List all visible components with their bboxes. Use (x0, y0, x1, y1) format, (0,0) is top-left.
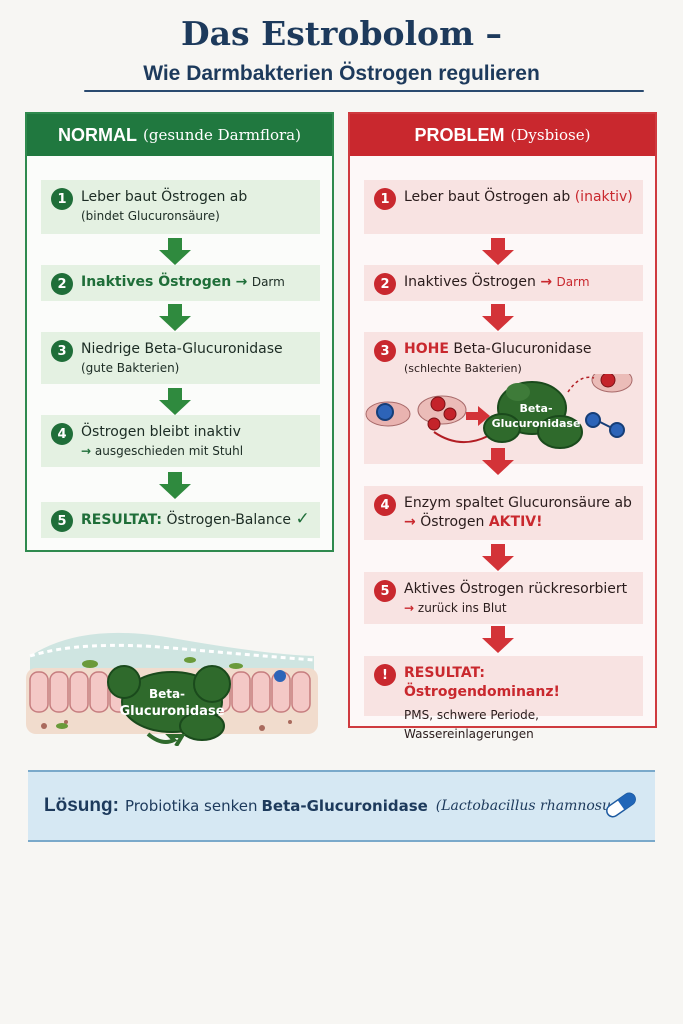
step-number-badge: 3 (51, 340, 73, 362)
gut-wall-illustration: Beta- Glucuronidase (26, 632, 318, 746)
solution-strong: Beta-Glucuronidase (261, 797, 428, 815)
arrow-right-icon: → (540, 274, 553, 290)
step-text: Niedrige Beta-Glucuronidase (81, 341, 283, 357)
arrow-down-icon (481, 238, 515, 266)
enzyme-illustration: Beta- Glucuronidase (365, 374, 633, 449)
step-detail: ausgeschieden mit Stuhl (94, 444, 244, 458)
problem-step-2: 2 Inaktives Östrogen → Darm (364, 265, 643, 301)
normal-title: NORMAL (58, 124, 138, 145)
step-number-badge: 5 (51, 510, 73, 532)
high-label: HOHE (404, 341, 449, 357)
problem-panel-header: PROBLEM (Dysbiose) (350, 114, 655, 156)
result-label: RESULTAT: (81, 512, 162, 528)
arrow-down-icon (158, 304, 192, 332)
step-detail: Darm (251, 275, 285, 289)
step-number-badge: 3 (374, 340, 396, 362)
problem-panel: PROBLEM (Dysbiose) 1 Leber baut Östrogen… (348, 112, 657, 741)
step-detail: Östrogen (420, 514, 485, 530)
step-number-badge: 2 (51, 273, 73, 295)
active-label: AKTIV! (488, 514, 543, 530)
solution-bacteria: (Lactobacillus rhamnosus) (435, 798, 624, 814)
step-number-badge: 5 (374, 580, 396, 602)
arrow-right-icon: → (235, 274, 248, 290)
enzyme-label-line1: Beta- (519, 402, 552, 415)
problem-subtitle: (Dysbiose) (510, 126, 591, 144)
step-text: Inaktives Östrogen (81, 274, 232, 290)
problem-step-3: 3 HOHE Beta-Glucuronidase (schlechte Bak… (364, 332, 643, 464)
step-text: Aktives Östrogen rückresorbiert (404, 581, 628, 597)
step-detail: (schlechte Bakterien) (404, 362, 522, 375)
problem-step-4: 4 Enzym spaltet Glucuronsäure ab → Östro… (364, 486, 643, 540)
arrow-down-icon (481, 448, 515, 476)
step-text: Enzym spaltet Glucuronsäure ab (404, 495, 632, 511)
normal-step-4: 4 Östrogen bleibt inaktiv → ausgeschiede… (41, 415, 320, 467)
page-title: Das Estrobolom – (181, 14, 502, 53)
step-number-badge: 1 (374, 188, 396, 210)
title-divider (84, 90, 644, 92)
solution-lead: Lösung: (44, 795, 119, 816)
svg-text:Beta-: Beta- (149, 687, 185, 701)
solution-banner: Lösung: Probiotika senken Beta-Glucuroni… (28, 770, 655, 842)
arrow-down-icon (481, 544, 515, 572)
arrow-down-icon (158, 472, 192, 500)
step-tag: (inaktiv) (574, 189, 633, 205)
arrow-down-icon (481, 626, 515, 654)
step-text: Beta-Glucuronidase (453, 341, 592, 357)
step-text: Leber baut Östrogen ab (81, 189, 248, 205)
step-text: Leber baut Östrogen ab (404, 189, 571, 205)
normal-subtitle: (gesunde Darmflora) (143, 126, 301, 144)
problem-step-1: 1 Leber baut Östrogen ab (inaktiv) (364, 180, 643, 234)
normal-step-3: 3 Niedrige Beta-Glucuronidase (gute Bakt… (41, 332, 320, 384)
step-detail: Darm (556, 275, 590, 289)
step-number-badge: 4 (51, 423, 73, 445)
step-text: Östrogen bleibt inaktiv (81, 424, 241, 440)
arrow-down-icon (158, 238, 192, 266)
step-detail: PMS, schwere Periode, Wassereinlagerunge… (404, 708, 539, 741)
step-number-badge: 2 (374, 273, 396, 295)
step-number-badge: 4 (374, 494, 396, 516)
problem-step-result: ! RESULTAT: Östrogendominanz! PMS, schwe… (364, 656, 643, 741)
arrow-down-icon (481, 304, 515, 332)
step-text: Östrogen-Balance (166, 512, 292, 528)
problem-title: PROBLEM (414, 124, 505, 145)
page-subtitle: Wie Darmbakterien Östrogen regulieren (143, 62, 540, 85)
normal-step-1: 1 Leber baut Östrogen ab (bindet Glucuro… (41, 180, 320, 234)
step-detail: (bindet Glucuronsäure) (81, 209, 220, 223)
result-label: RESULTAT: Östrogendominanz! (404, 665, 560, 700)
step-text: Inaktives Östrogen (404, 274, 536, 290)
normal-step-5: 5 RESULTAT: Östrogen-Balance ✓ (41, 502, 320, 538)
enzyme-label-line2: Glucuronidase (492, 417, 581, 430)
svg-text:Glucuronidase: Glucuronidase (119, 704, 224, 719)
normal-panel: NORMAL (gesunde Darmflora) 1 Leber baut … (25, 112, 334, 552)
normal-step-2: 2 Inaktives Östrogen → Darm (41, 265, 320, 301)
problem-step-5: 5 Aktives Östrogen rückresorbiert → zurü… (364, 572, 643, 624)
capsule-icon (606, 792, 636, 818)
normal-panel-header: NORMAL (gesunde Darmflora) (27, 114, 332, 156)
solution-text: Probiotika senken (124, 797, 258, 815)
arrow-right-icon: → (404, 601, 415, 615)
arrow-right-icon: → (81, 444, 92, 458)
arrow-right-icon: → (404, 514, 416, 530)
warning-icon: ! (374, 664, 396, 686)
checkmark-icon: ✓ (295, 509, 310, 529)
step-detail: (gute Bakterien) (81, 361, 180, 375)
step-number-badge: 1 (51, 188, 73, 210)
arrow-down-icon (158, 388, 192, 416)
step-detail: zurück ins Blut (417, 601, 507, 615)
